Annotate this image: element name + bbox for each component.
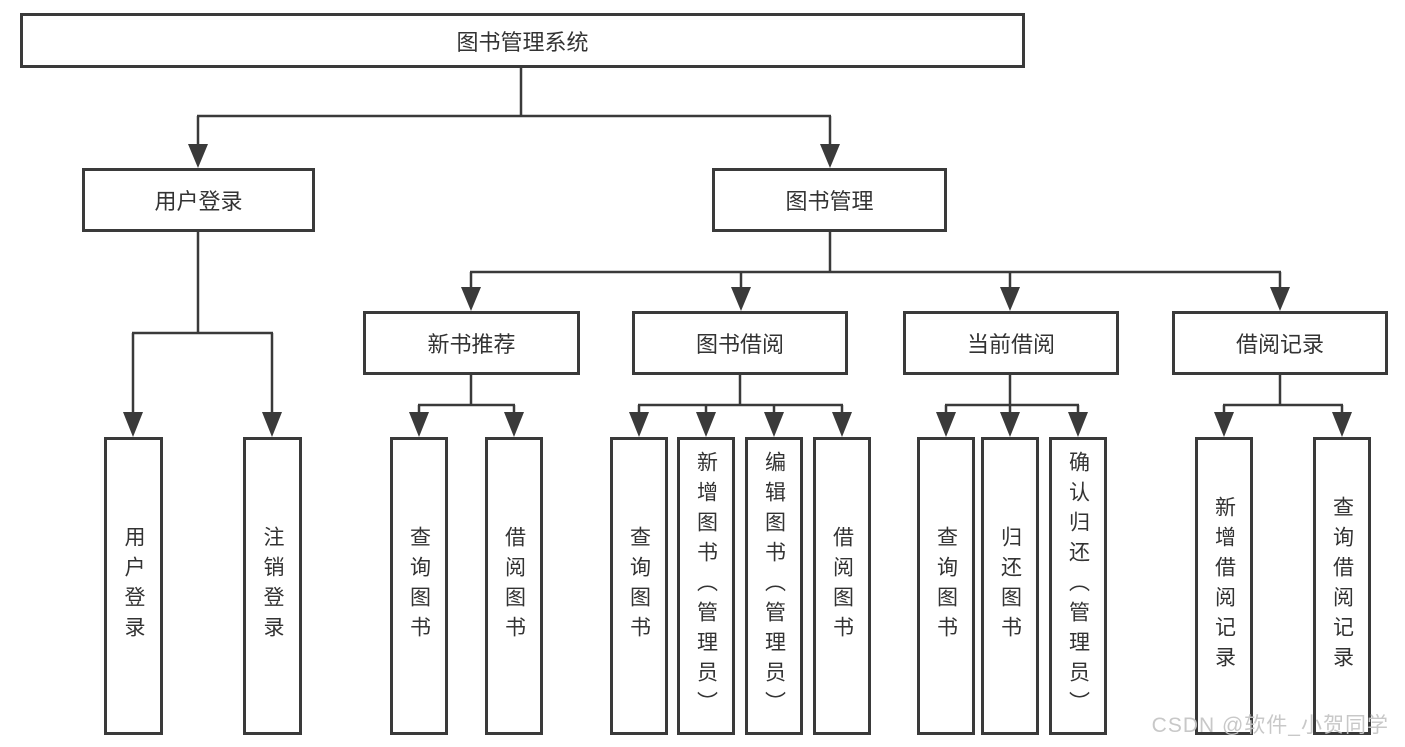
connector-book-management xyxy=(469,232,1282,295)
node-label: 借阅记录 xyxy=(1235,332,1324,357)
leaf-query-books-borrow: 查询图书 xyxy=(610,437,668,735)
node-label: 查询图书 xyxy=(934,526,958,646)
leaf-confirm-return-admin: 确认归还（管理员） xyxy=(1049,437,1107,735)
node-label: 新书推荐 xyxy=(427,332,516,357)
node-label: 编辑图书（管理员） xyxy=(762,451,786,721)
connector-root xyxy=(196,68,832,150)
csdn-watermark: CSDN @软件_小贺同学 xyxy=(1151,714,1389,737)
node-new-book-recommend: 新书推荐 xyxy=(363,311,580,375)
leaf-borrow-books-recommend: 借阅图书 xyxy=(485,437,543,735)
node-label: 用户登录 xyxy=(122,526,145,646)
node-user-login: 用户登录 xyxy=(82,168,315,232)
arrowhead-icons xyxy=(123,144,1352,437)
node-label: 借阅图书 xyxy=(502,526,526,646)
connector-user-login xyxy=(131,232,274,419)
leaf-borrow-books: 借阅图书 xyxy=(813,437,871,735)
leaf-return-books: 归还图书 xyxy=(981,437,1039,735)
node-label: 新增图书（管理员） xyxy=(694,451,718,721)
node-label: 借阅图书 xyxy=(830,526,854,646)
leaf-logout: 注销登录 xyxy=(243,437,302,735)
node-book-borrow: 图书借阅 xyxy=(632,311,848,375)
node-label: 新增借阅记录 xyxy=(1212,496,1236,676)
leaf-user-login: 用户登录 xyxy=(104,437,163,735)
leaf-query-borrow-record: 查询借阅记录 xyxy=(1313,437,1371,735)
node-label: 注销登录 xyxy=(261,526,284,646)
leaf-add-books-admin: 新增图书（管理员） xyxy=(677,437,735,735)
node-label: 图书借阅 xyxy=(695,332,784,357)
node-borrow-records: 借阅记录 xyxy=(1172,311,1388,375)
node-label: 图书管理 xyxy=(785,189,874,214)
node-label: 确认归还（管理员） xyxy=(1066,451,1090,721)
node-book-management: 图书管理 xyxy=(712,168,947,232)
node-library-system: 图书管理系统 xyxy=(20,13,1025,68)
leaf-query-books-current: 查询图书 xyxy=(917,437,975,735)
node-label: 查询图书 xyxy=(627,526,651,646)
node-label: 归还图书 xyxy=(998,526,1022,646)
node-label: 查询图书 xyxy=(407,526,431,646)
leaf-add-borrow-record: 新增借阅记录 xyxy=(1195,437,1253,735)
node-current-borrow: 当前借阅 xyxy=(903,311,1119,375)
node-label: 查询借阅记录 xyxy=(1330,496,1354,676)
node-label: 当前借阅 xyxy=(966,332,1055,357)
leaf-query-books-recommend: 查询图书 xyxy=(390,437,448,735)
node-label: 用户登录 xyxy=(154,189,243,214)
connector-new-book-recommend xyxy=(417,375,516,419)
connector-book-borrow xyxy=(637,375,844,419)
connector-borrow-records xyxy=(1222,375,1344,419)
leaf-edit-books-admin: 编辑图书（管理员） xyxy=(745,437,803,735)
node-label: 图书管理系统 xyxy=(456,29,589,55)
